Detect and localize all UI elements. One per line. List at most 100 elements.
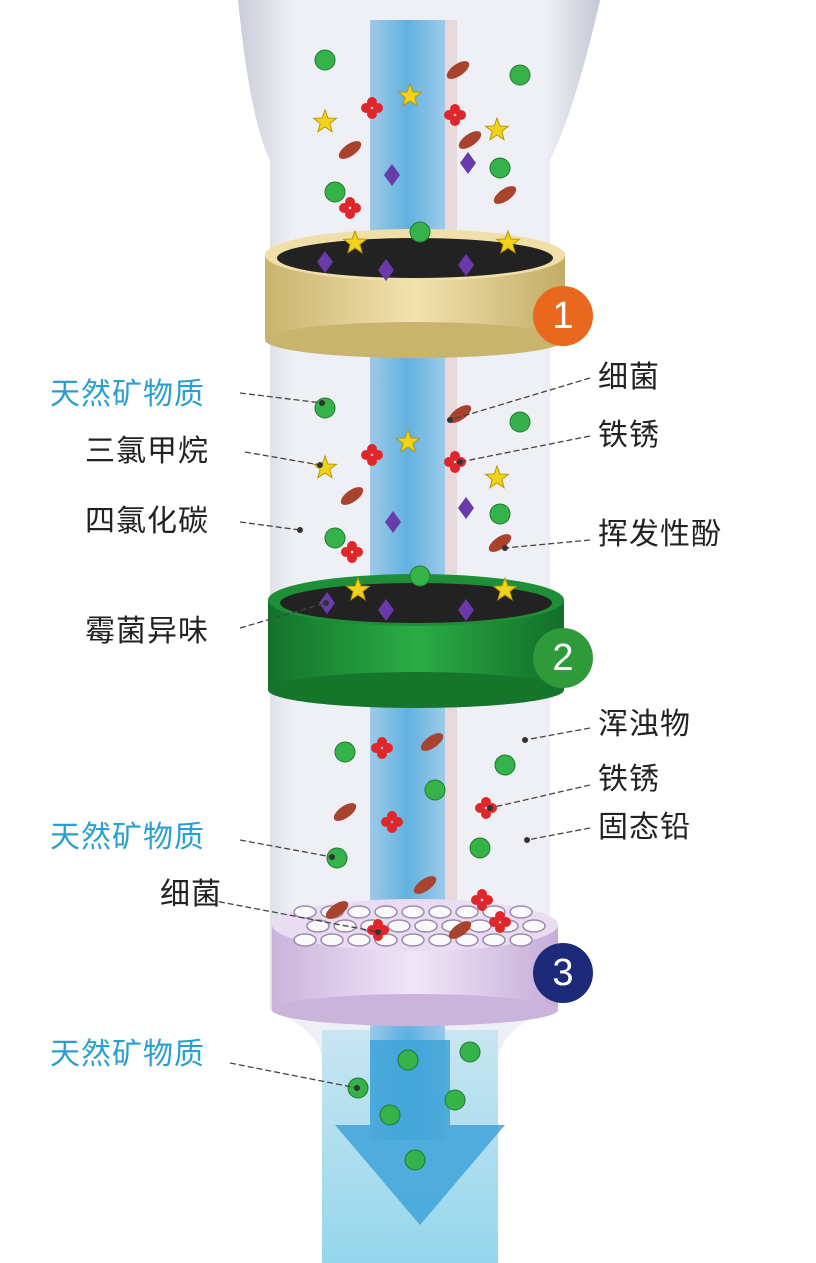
mineral-particle [324,181,346,203]
carbon-tetrachloride-particle [385,511,401,533]
bacteria-particle [413,876,437,894]
bacteria-particle [448,405,472,423]
mineral-particle [489,157,511,179]
leader-line [239,602,327,629]
leader-dot [457,459,463,465]
bacteria-particle [333,803,357,821]
chloroform-particle [495,229,521,254]
chloroform-particle [345,576,371,601]
leader-line [459,435,591,463]
label-mineral-bottom: 天然矿物质 [50,1037,205,1072]
filter-tube-opening [414,919,438,933]
filter-tube-opening [293,933,317,947]
filter-tube-opening [455,933,479,947]
leader-line [229,1062,358,1089]
rust-particle [361,450,371,460]
chloroform-particle [395,428,421,453]
mineral-particle [469,837,491,859]
label-rust-bottom: 铁锈 [598,762,660,797]
leader-line [526,827,591,841]
rust-particle [367,925,377,935]
bacteria-particle [488,534,512,552]
label-volatile-phenol: 挥发性酚 [598,517,722,552]
rust-particle [371,743,381,753]
bacteria-particle [446,61,470,79]
filter-tube-opening [347,905,371,919]
leader-line [239,521,301,531]
stage-2-badge: 2 [533,628,593,688]
chloroform-particle [342,229,368,254]
leader-line [449,377,591,421]
filter-tube-opening [482,933,506,947]
mineral-particle [509,411,531,433]
rust-particle [471,895,481,905]
outflow-arrow [335,1040,505,1225]
leader-dot [524,837,530,843]
carbon-tetrachloride-particle [378,599,394,621]
bacteria-particle [340,487,364,505]
carbon-tetrachloride-particle [317,251,333,273]
bacteria-particle [448,921,472,939]
mineral-particle [424,779,446,801]
label-mineral-top: 天然矿物质 [50,377,205,412]
stage-1-badge: 1 [533,286,593,346]
filter-tube-opening [401,933,425,947]
filter-tube-opening [509,905,533,919]
leader-dot [323,600,329,606]
mineral-particle [459,1041,481,1063]
mineral-particle [314,397,336,419]
leader-line [239,392,323,404]
carbon-tetrachloride-particle [458,497,474,519]
filter-ring-1 [265,229,565,358]
leader-dot [522,737,528,743]
mineral-particle [379,1104,401,1126]
filter-tube-opening [455,905,479,919]
label-chloroform: 三氯甲烷 [85,434,209,469]
rust-particle [339,203,349,213]
leader-line [244,451,321,466]
leader-line [489,784,591,809]
leader-dot [354,1085,360,1091]
filter-tube-opening [401,905,425,919]
filter-ring-2 [268,574,564,708]
leader-dot [317,462,323,468]
filter-tube-opening [320,933,344,947]
carbon-tetrachloride-particle [458,599,474,621]
bacteria-particle [458,131,482,149]
mineral-particle [489,503,511,525]
chloroform-particle [312,108,338,133]
filter-tube-opening [522,919,546,933]
mineral-particle [334,741,356,763]
leader-dot [329,854,335,860]
bacteria-particle [493,186,517,204]
filter-tube-opening [387,919,411,933]
rust-particle [381,817,391,827]
filter-tube-opening [293,905,317,919]
leader-dot [447,417,453,423]
mineral-particle [324,527,346,549]
label-rust-top: 铁锈 [598,418,660,453]
label-solid-lead: 固态铅 [598,810,691,845]
leader-dot [502,545,508,551]
chloroform-particle [492,576,518,601]
stage-3-badge: 3 [533,943,593,1003]
carbon-tetrachloride-particle [378,259,394,281]
particles [312,49,531,1171]
rust-particle [489,917,499,927]
leader-dot [375,929,381,935]
filter-tube-opening [428,905,452,919]
label-mineral-mid: 天然矿物质 [50,820,205,855]
label-bacteria-right: 细菌 [598,360,660,395]
leader-dot [487,805,493,811]
leader-lines [209,377,591,1091]
leader-line [504,539,591,549]
mineral-particle [494,754,516,776]
filter-tube-opening [374,905,398,919]
mineral-particle [397,1049,419,1071]
bacteria-particle [325,901,349,919]
rust-particle [341,547,351,557]
chloroform-particle [484,464,510,489]
rust-particle [475,803,485,813]
